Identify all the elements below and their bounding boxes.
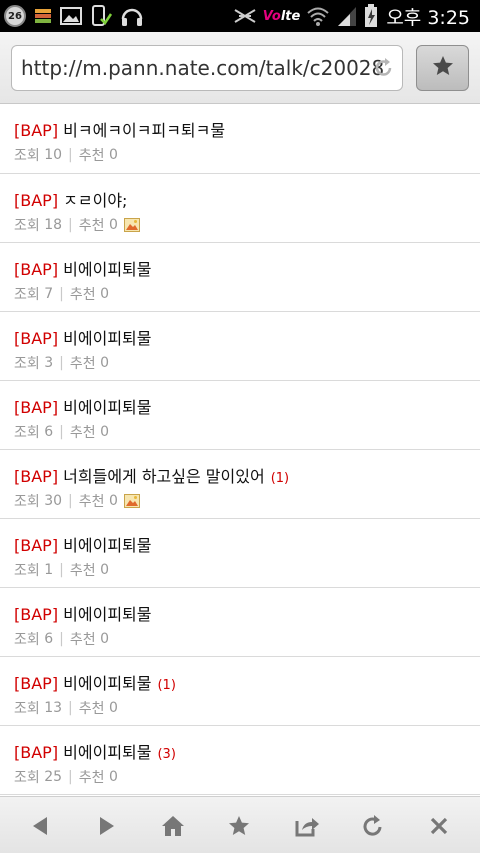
image-attachment-icon [123,494,140,508]
headset-icon [120,5,144,27]
list-item[interactable]: [BAP] 비ㅋ에ㅋ이ㅋ피ㅋ퇴ㅋ물 조회 10|추천 0 [0,104,480,174]
list-item[interactable]: [BAP] 비에이피퇴물(3) 조회 25|추천 0 [0,726,480,795]
url-text[interactable]: http://m.pann.nate.com/talk/c20028 [21,56,385,80]
list-item[interactable]: [BAP] 비에이피퇴물 조회 7|추천 0 [0,243,480,312]
share-icon[interactable] [294,813,320,839]
volte-indicator: Volte [262,8,301,24]
list-item[interactable]: [BAP] 비에이피퇴물 조회 6|추천 0 [0,381,480,450]
post-tag: [BAP] [14,260,59,279]
close-icon[interactable] [426,813,452,839]
status-left-icons: 26 [4,3,144,29]
post-meta: 조회 6|추천 0 [14,631,109,648]
post-title[interactable]: [BAP] 비에이피퇴물 [14,605,152,624]
storage-icon [34,7,52,25]
post-title[interactable]: [BAP] 비에이피퇴물 [14,260,152,279]
forward-icon[interactable] [94,813,120,839]
url-toolbar: http://m.pann.nate.com/talk/c20028 [0,32,480,104]
signal-icon [336,5,358,27]
list-item[interactable]: [BAP] ㅈㄹ이야; 조회 18|추천 0 [0,174,480,243]
post-meta: 조회 13|추천 0 [14,700,118,717]
battery-charging-icon [364,4,378,28]
post-tag: [BAP] [14,329,59,348]
image-icon [60,7,82,25]
post-title[interactable]: [BAP] ㅈㄹ이야; [14,191,128,210]
image-attachment-icon [123,218,140,232]
phone-check-icon [90,5,113,27]
no-signal-icon [233,6,257,26]
list-item[interactable]: [BAP] 비에이피퇴물 조회 6|추천 0 [0,588,480,657]
post-meta: 조회 3|추천 0 [14,355,109,372]
star-icon [431,54,455,82]
post-tag: [BAP] [14,605,59,624]
clock: 오후 3:25 [386,6,470,29]
post-title[interactable]: [BAP] 비에이피퇴물 [14,536,152,555]
status-bar: 26 Volte 오후 3:25 [0,0,480,32]
post-title[interactable]: [BAP] 비에이피퇴물(1) [14,674,176,693]
post-meta: 조회 6|추천 0 [14,424,109,441]
post-meta: 조회 18|추천 0 [14,215,140,235]
status-right-icons: Volte 오후 3:25 [233,0,470,32]
post-title[interactable]: [BAP] 비ㅋ에ㅋ이ㅋ피ㅋ퇴ㅋ물 [14,121,226,140]
post-title[interactable]: [BAP] 너희들에게 하고싶은 말이있어(1) [14,467,290,486]
post-list: [BAP] 비ㅋ에ㅋ이ㅋ피ㅋ퇴ㅋ물 조회 10|추천 0 [BAP] ㅈㄹ이야;… [0,104,480,795]
post-tag: [BAP] [14,674,59,693]
bookmark-button[interactable] [416,45,469,91]
comment-count: (3) [157,747,176,762]
post-tag: [BAP] [14,536,59,555]
post-tag: [BAP] [14,743,59,762]
list-item[interactable]: [BAP] 너희들에게 하고싶은 말이있어(1) 조회 30|추천 0 [0,450,480,519]
notification-badge-icon: 26 [4,5,26,27]
post-meta: 조회 25|추천 0 [14,769,118,786]
post-meta: 조회 10|추천 0 [14,147,118,164]
reload-icon[interactable] [374,57,394,83]
post-title[interactable]: [BAP] 비에이피퇴물 [14,398,152,417]
post-title[interactable]: [BAP] 비에이피퇴물(3) [14,743,176,762]
post-meta: 조회 7|추천 0 [14,286,109,303]
post-tag: [BAP] [14,121,59,140]
back-icon[interactable] [27,813,53,839]
list-item[interactable]: [BAP] 비에이피퇴물 조회 3|추천 0 [0,312,480,381]
list-item[interactable]: [BAP] 비에이피퇴물 조회 1|추천 0 [0,519,480,588]
wifi-icon [306,5,330,27]
post-tag: [BAP] [14,398,59,417]
browser-bottom-bar [0,796,480,853]
home-icon[interactable] [160,813,186,839]
bookmark-star-icon[interactable] [226,813,252,839]
post-meta: 조회 1|추천 0 [14,562,109,579]
comment-count: (1) [270,471,290,486]
url-input[interactable]: http://m.pann.nate.com/talk/c20028 [11,45,403,91]
post-tag: [BAP] [14,191,59,210]
list-item[interactable]: [BAP] 비에이피퇴물(1) 조회 13|추천 0 [0,657,480,726]
comment-count: (1) [157,678,176,693]
post-meta: 조회 30|추천 0 [14,491,140,511]
refresh-icon[interactable] [360,813,386,839]
post-title[interactable]: [BAP] 비에이피퇴물 [14,329,152,348]
post-tag: [BAP] [14,467,59,486]
